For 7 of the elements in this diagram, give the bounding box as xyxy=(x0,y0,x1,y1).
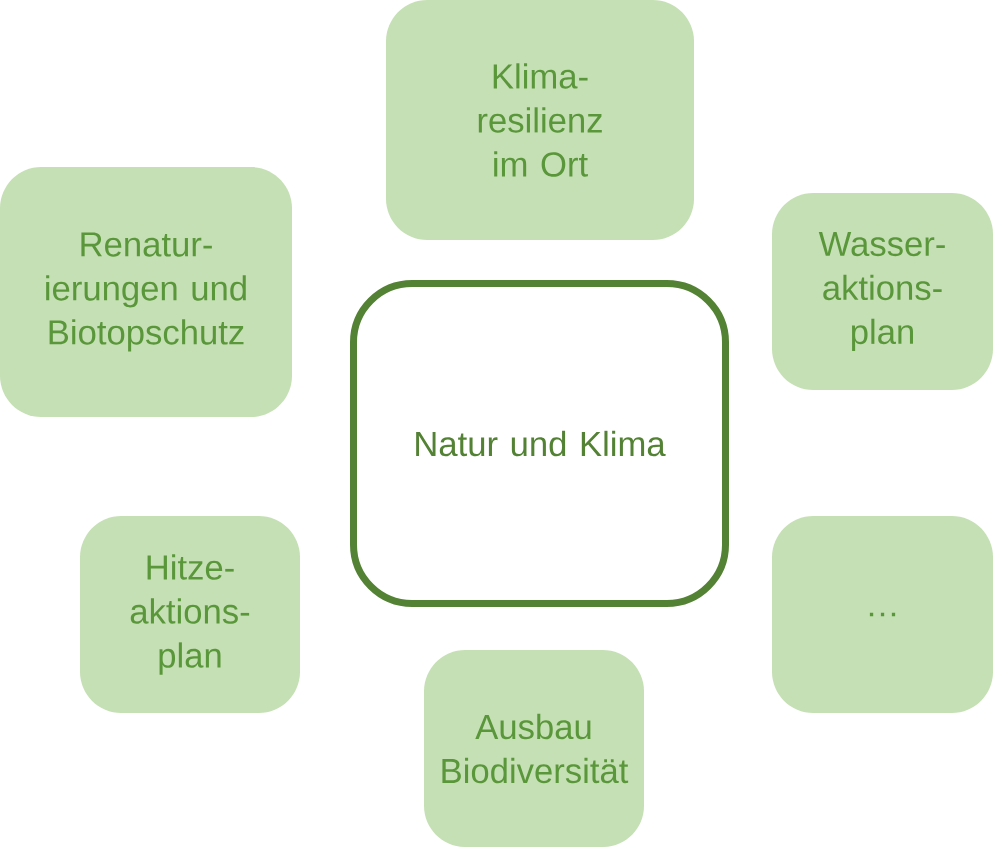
topic-box: Klima- resilienz im Ort xyxy=(386,0,694,240)
topic-box: Renatur- ierungen und Biotopschutz xyxy=(0,167,292,417)
topic-box: Wasser- aktions- plan xyxy=(772,193,993,390)
topic-box: Ausbau Biodiversität xyxy=(424,650,644,847)
central-box: Natur und Klima xyxy=(350,280,729,607)
topic-box: … xyxy=(772,516,993,713)
topic-box: Hitze- aktions- plan xyxy=(80,516,300,713)
